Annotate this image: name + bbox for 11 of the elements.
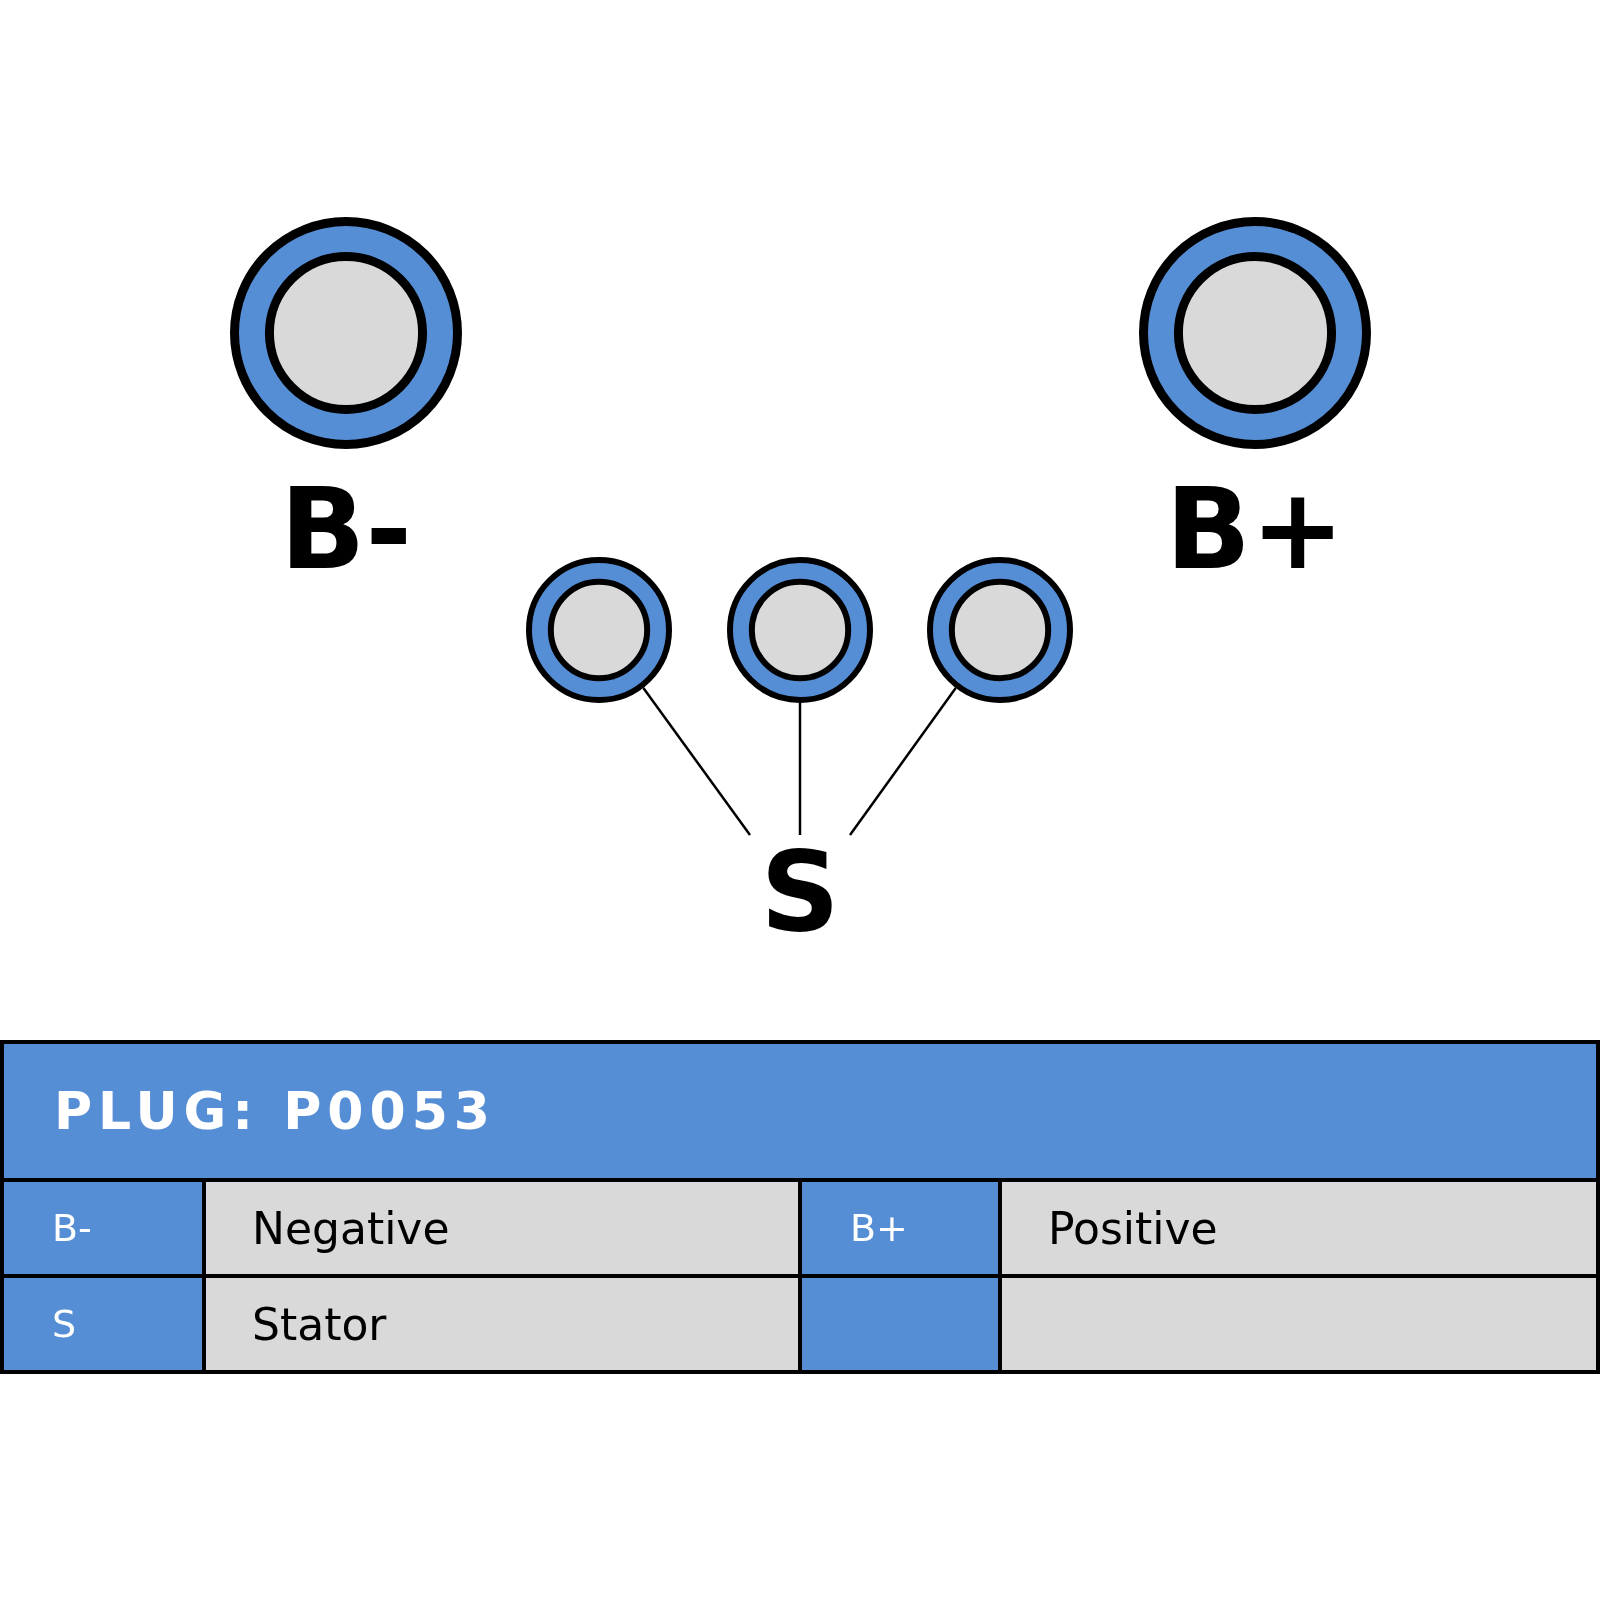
leader-line: [642, 687, 751, 836]
pin-socket: [230, 217, 462, 449]
pin-socket: [927, 557, 1073, 703]
pin-label: S: [750, 835, 850, 950]
pin-socket: [727, 557, 873, 703]
leader-line: [798, 703, 802, 835]
pin-socket: [526, 557, 672, 703]
leader-line: [849, 687, 957, 836]
pin-socket: [1139, 217, 1371, 449]
pin-label: B+: [1164, 469, 1346, 589]
pin-label: B-: [279, 469, 413, 589]
